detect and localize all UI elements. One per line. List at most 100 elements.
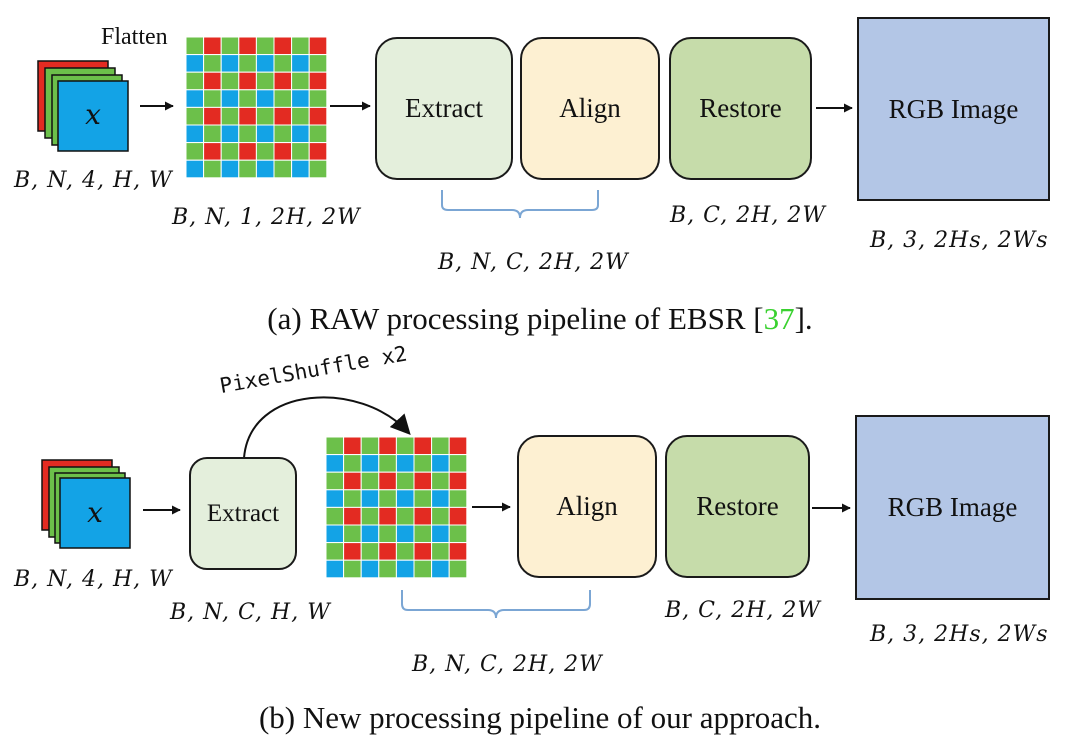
mosaic-cell xyxy=(308,71,328,91)
mosaic-cell xyxy=(378,524,397,544)
mosaic-cell xyxy=(238,124,257,144)
mosaic-cell xyxy=(448,471,468,491)
mosaic-cell xyxy=(238,106,257,126)
mosaic-cell xyxy=(448,436,468,456)
mosaic-cell xyxy=(273,89,293,108)
mosaic-cell xyxy=(273,54,293,73)
mosaic-cell xyxy=(185,71,205,91)
mosaic-cell xyxy=(273,71,293,91)
mosaic-cell xyxy=(448,559,468,579)
mosaic-cell xyxy=(448,454,468,473)
mosaic-cell xyxy=(360,454,380,473)
mosaic-cell xyxy=(220,54,240,73)
mosaic-cell xyxy=(343,542,362,561)
mosaic-cell xyxy=(325,559,345,579)
mosaic-cell xyxy=(413,436,433,456)
align-label-a: Align xyxy=(559,93,621,123)
mosaic-cell xyxy=(413,559,433,579)
mosaic-cell xyxy=(378,489,397,508)
extract-block-a: Extract xyxy=(375,37,513,180)
restore-dims-a: B, C, 2H, 2W xyxy=(670,203,826,228)
mosaic-cell xyxy=(220,106,240,126)
mosaic-cell xyxy=(255,124,275,144)
mosaic-cell xyxy=(343,471,362,491)
mosaic-cell xyxy=(413,489,433,508)
restore-block-b: Restore xyxy=(665,435,810,578)
mosaic-cell xyxy=(448,489,468,508)
mosaic-cell xyxy=(255,142,275,161)
mosaic-cell xyxy=(238,142,257,161)
mosaic-cell xyxy=(308,159,328,179)
mosaic-cell xyxy=(343,524,362,544)
mosaic-cell xyxy=(185,106,205,126)
caption-b: (b) New processing pipeline of our appro… xyxy=(258,700,822,735)
align-label-b: Align xyxy=(556,491,618,521)
mosaic-cell xyxy=(431,506,450,526)
bayer-mosaic-a xyxy=(185,36,328,179)
mosaic-cell xyxy=(343,489,362,508)
mosaic-cell xyxy=(395,506,415,526)
mosaic-cell xyxy=(291,71,310,91)
mosaic-cell xyxy=(343,559,362,579)
mosaic-cell xyxy=(413,542,433,561)
channel-layer-blue xyxy=(59,477,131,549)
mosaic-cell xyxy=(273,142,293,161)
brace-dims-a: B, N, C, 2H, 2W xyxy=(438,250,629,275)
mosaic-cell xyxy=(343,454,362,473)
mosaic-cell xyxy=(203,159,222,179)
mosaic-cell xyxy=(378,436,397,456)
input-stack-a: x xyxy=(37,60,129,152)
mosaic-cell xyxy=(291,89,310,108)
mosaic-cell xyxy=(291,54,310,73)
mosaic-cell xyxy=(325,489,345,508)
rgb-image-label-a: RGB Image xyxy=(888,93,1019,124)
mosaic-cell xyxy=(291,124,310,144)
mosaic-cell xyxy=(360,489,380,508)
mosaic-cell xyxy=(431,559,450,579)
extract-dims-b: B, N, C, H, W xyxy=(170,600,331,625)
mosaic-cell xyxy=(238,71,257,91)
mosaic-cell xyxy=(308,89,328,108)
rgb-image-block-b: RGB Image xyxy=(855,415,1050,600)
mosaic-cell xyxy=(395,559,415,579)
mosaic-cell xyxy=(273,124,293,144)
mosaic-cell xyxy=(431,542,450,561)
mosaic-cell xyxy=(378,542,397,561)
extract-block-b: Extract xyxy=(189,457,297,570)
mosaic-cell xyxy=(325,524,345,544)
mosaic-cell xyxy=(203,89,222,108)
rgb-image-block-a: RGB Image xyxy=(857,17,1050,201)
restore-dims-b: B, C, 2H, 2W xyxy=(665,598,821,623)
mosaic-cell xyxy=(378,559,397,579)
mosaic-cell xyxy=(185,124,205,144)
citation-link[interactable]: 37 xyxy=(763,301,795,336)
mosaic-cell xyxy=(308,142,328,161)
arrow-pixelshuffle-curve xyxy=(243,396,411,459)
input-dims-a: B, N, 4, H, W xyxy=(14,168,173,193)
mosaic-cell xyxy=(360,471,380,491)
mosaic-cell xyxy=(255,106,275,126)
mosaic-cell xyxy=(431,454,450,473)
mosaic-cell xyxy=(395,524,415,544)
mosaic-cell xyxy=(238,89,257,108)
input-stack-b: x xyxy=(41,459,131,549)
mosaic-cell xyxy=(360,436,380,456)
mosaic-cell xyxy=(220,36,240,56)
mosaic-cell xyxy=(185,142,205,161)
align-block-b: Align xyxy=(517,435,657,578)
mosaic-cell xyxy=(325,436,345,456)
mosaic-cell xyxy=(325,471,345,491)
mosaic-cell xyxy=(185,54,205,73)
align-block-a: Align xyxy=(520,37,660,180)
rgb-image-label-b: RGB Image xyxy=(887,492,1018,522)
mosaic-cell xyxy=(343,436,362,456)
mosaic-cell xyxy=(325,454,345,473)
mosaic-cell xyxy=(255,54,275,73)
brace-a xyxy=(441,190,599,219)
mosaic-cell xyxy=(431,436,450,456)
mosaic-cell xyxy=(203,142,222,161)
mosaic-cell xyxy=(308,36,328,56)
brace-b xyxy=(401,590,591,619)
mosaic-cell xyxy=(220,71,240,91)
